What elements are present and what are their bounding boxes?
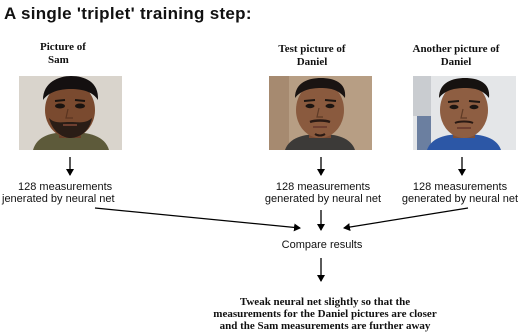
measurements-another-daniel: 128 measurements generated by neural net — [396, 181, 524, 205]
caption-test-daniel: Test picture of Daniel — [262, 43, 362, 69]
arrow-sam-to-compare — [94, 207, 301, 232]
photo-sam — [19, 76, 122, 150]
measurements-test-daniel: 128 measurements generated by neural net — [257, 181, 389, 205]
face-test-daniel-icon — [269, 76, 372, 150]
caption-test-daniel-line1: Test picture of — [278, 43, 346, 55]
caption-sam-line1: Picture of — [40, 41, 86, 53]
tweak-line2: measurements for the Daniel pictures are… — [213, 308, 437, 320]
arrow-another-to-compare — [343, 207, 469, 231]
photo-test-daniel — [269, 76, 372, 150]
caption-sam-line2: Sam — [48, 54, 69, 66]
caption-another-daniel-line1: Another picture of — [412, 43, 500, 55]
face-sam-icon — [19, 76, 122, 150]
caption-sam: Picture of Sam — [38, 41, 108, 67]
measurements-another-daniel-line2: generated by neural net — [401, 193, 519, 205]
measurements-test-daniel-line2: generated by neural net — [264, 193, 382, 205]
measurements-sam: 128 measurements jenerated by neural net — [0, 181, 140, 205]
measurements-test-daniel-line1: 128 measurements — [275, 181, 371, 193]
face-another-daniel-icon — [413, 76, 516, 150]
tweak-line3: and the Sam measurements are further awa… — [219, 320, 431, 332]
tweak-instruction: Tweak neural net slightly so that the me… — [200, 296, 450, 332]
caption-test-daniel-line2: Daniel — [296, 56, 328, 68]
caption-another-daniel-line2: Daniel — [440, 56, 472, 68]
compare-results-label: Compare results — [281, 239, 363, 251]
tweak-line1: Tweak neural net slightly so that the — [239, 296, 411, 308]
diagram-title: A single 'triplet' training step: — [4, 4, 252, 23]
caption-another-daniel: Another picture of Daniel — [396, 43, 516, 69]
measurements-sam-line2: jenerated by neural net — [2, 193, 115, 205]
measurements-another-daniel-line1: 128 measurements — [412, 181, 508, 193]
photo-another-daniel — [413, 76, 516, 150]
measurements-sam-line1: 128 measurements — [18, 181, 113, 193]
